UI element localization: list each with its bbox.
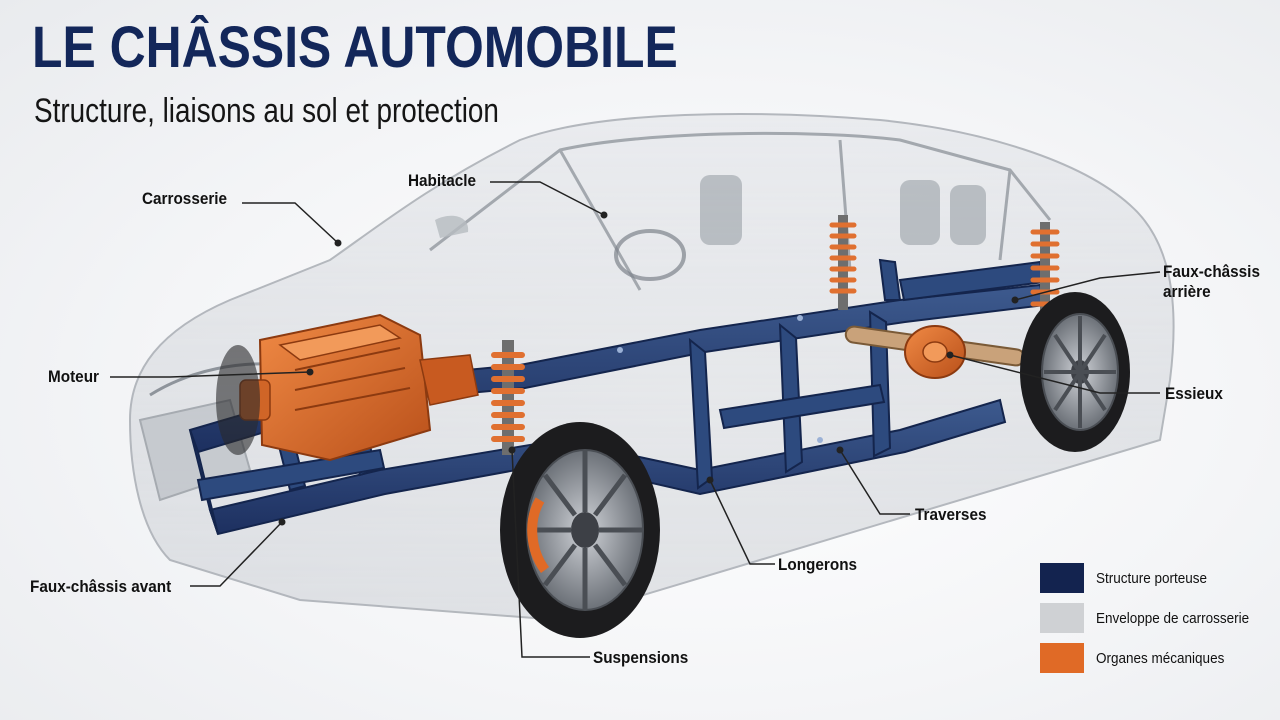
engine xyxy=(239,313,479,462)
label-faux-chassis-arriere-line2: arrière xyxy=(1163,281,1211,301)
page-title: LE CHÂSSIS AUTOMOBILE xyxy=(32,15,678,80)
front-left-wheel xyxy=(216,345,260,455)
legend-swatch xyxy=(1040,563,1084,593)
front-right-wheel xyxy=(500,422,660,638)
rear-right-wheel xyxy=(1020,292,1130,452)
label-longerons: Longerons xyxy=(778,555,858,574)
label-faux-chassis-avant: Faux-châssis avant xyxy=(30,577,172,596)
label-essieux: Essieux xyxy=(1165,384,1223,403)
legend-label: Enveloppe de carrosserie xyxy=(1096,609,1250,627)
legend-item-carrosserie: Enveloppe de carrosserie xyxy=(1040,603,1266,633)
legend-label: Organes mécaniques xyxy=(1096,649,1225,667)
label-carrosserie: Carrosserie xyxy=(142,189,228,208)
label-moteur: Moteur xyxy=(48,367,100,386)
suspension-springs xyxy=(491,215,1060,455)
legend-item-organes: Organes mécaniques xyxy=(1040,643,1266,673)
wheels xyxy=(216,292,1130,638)
label-suspensions: Suspensions xyxy=(593,648,689,667)
label-habitacle: Habitacle xyxy=(408,171,477,190)
legend-item-structure: Structure porteuse xyxy=(1040,563,1266,593)
legend-swatch xyxy=(1040,603,1084,633)
legend-label: Structure porteuse xyxy=(1096,569,1208,587)
label-traverses: Traverses xyxy=(915,505,987,524)
label-faux-chassis-arriere-line1: Faux-châssis xyxy=(1163,262,1260,281)
legend: Structure porteuse Enveloppe de carrosse… xyxy=(1040,563,1266,683)
leader-lines xyxy=(110,181,1161,658)
label-faux-chassis-arriere: Faux-châssis arrière xyxy=(1163,262,1260,301)
rear-axle xyxy=(844,325,1026,379)
page-subtitle: Structure, liaisons au sol et protection xyxy=(34,92,499,130)
legend-swatch xyxy=(1040,643,1084,673)
